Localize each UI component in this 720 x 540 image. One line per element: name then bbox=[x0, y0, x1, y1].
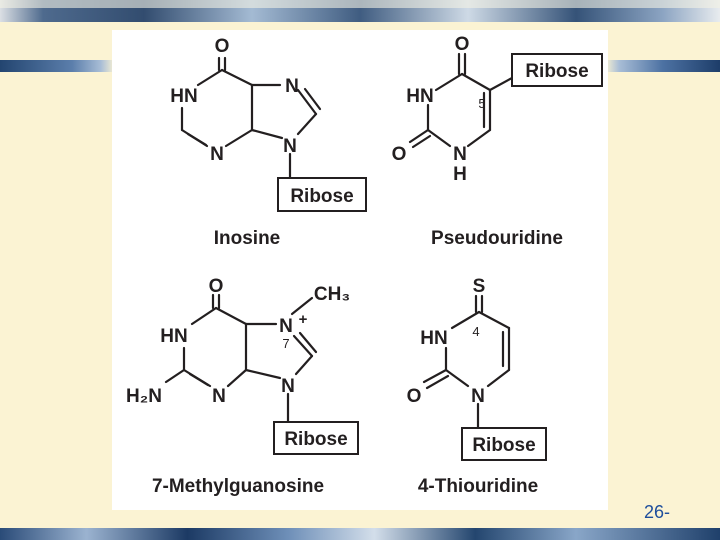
methylguanosine-ring-nitrogen: N bbox=[212, 386, 226, 407]
figure-panel: O HN N N N Ribose Inosine O HN O N H Rib… bbox=[112, 30, 608, 510]
methylguanosine-bonds bbox=[164, 293, 318, 424]
methylguanosine-ch3: CH₃ bbox=[314, 284, 350, 305]
methylguanosine-hn: HN bbox=[160, 326, 187, 347]
thiouridine-position-4: 4 bbox=[472, 324, 479, 339]
methylguanosine-positive-charge: + bbox=[299, 311, 308, 328]
thiouridine-sulfur: S bbox=[473, 276, 486, 297]
pseudouridine-ribose-box bbox=[511, 53, 603, 87]
bottom-decorative-band bbox=[0, 528, 720, 540]
methylguanosine-ribose-label: Ribose bbox=[284, 429, 347, 450]
methylguanosine-n9: N bbox=[281, 376, 295, 397]
thiouridine-oxygen: O bbox=[407, 386, 422, 407]
pseudouridine-position-5: 5 bbox=[478, 96, 485, 111]
methylguanosine-n7-plus: N bbox=[279, 316, 293, 337]
methylguanosine-oxygen: O bbox=[209, 276, 224, 297]
pseudouridine-hydrogen: H bbox=[453, 164, 467, 185]
slide-number: 26- bbox=[644, 502, 671, 522]
pseudouridine-name: Pseudouridine bbox=[431, 228, 563, 249]
inosine-n7: N bbox=[285, 76, 299, 97]
thiouridine-ribose-box bbox=[461, 427, 547, 461]
inosine-oxygen: O bbox=[215, 36, 230, 57]
inosine-hn: HN bbox=[170, 86, 197, 107]
thiouridine-ribose-label: Ribose bbox=[472, 435, 535, 456]
modified-nucleosides-diagram: O HN N N N Ribose Inosine O HN O N H Rib… bbox=[126, 34, 603, 497]
methylguanosine-position-7: 7 bbox=[282, 336, 289, 351]
pseudouridine-bonds bbox=[408, 52, 514, 149]
inosine-n9: N bbox=[283, 136, 297, 157]
inosine-name: Inosine bbox=[214, 228, 281, 249]
pseudouridine-hn: HN bbox=[406, 86, 433, 107]
pseudouridine-ribose-label: Ribose bbox=[525, 61, 588, 82]
pseudouridine-nitrogen: N bbox=[453, 144, 467, 165]
thiouridine-bonds bbox=[422, 294, 511, 430]
thiouridine-hn: HN bbox=[420, 328, 447, 349]
methylguanosine-name: 7-Methylguanosine bbox=[152, 476, 324, 497]
methylguanosine-h2n: H₂N bbox=[126, 386, 162, 407]
pseudouridine-bottom-oxygen: O bbox=[392, 144, 407, 165]
top-decorative-highlight bbox=[0, 0, 720, 8]
inosine-bonds bbox=[180, 56, 322, 180]
methylguanosine-ribose-box bbox=[273, 421, 359, 455]
inosine-ring-nitrogen: N bbox=[210, 144, 224, 165]
thiouridine-nitrogen: N bbox=[471, 386, 485, 407]
thiouridine-name: 4-Thiouridine bbox=[418, 476, 538, 497]
pseudouridine-top-oxygen: O bbox=[455, 34, 470, 55]
inosine-ribose-label: Ribose bbox=[290, 186, 353, 207]
inosine-ribose-box bbox=[277, 177, 367, 212]
